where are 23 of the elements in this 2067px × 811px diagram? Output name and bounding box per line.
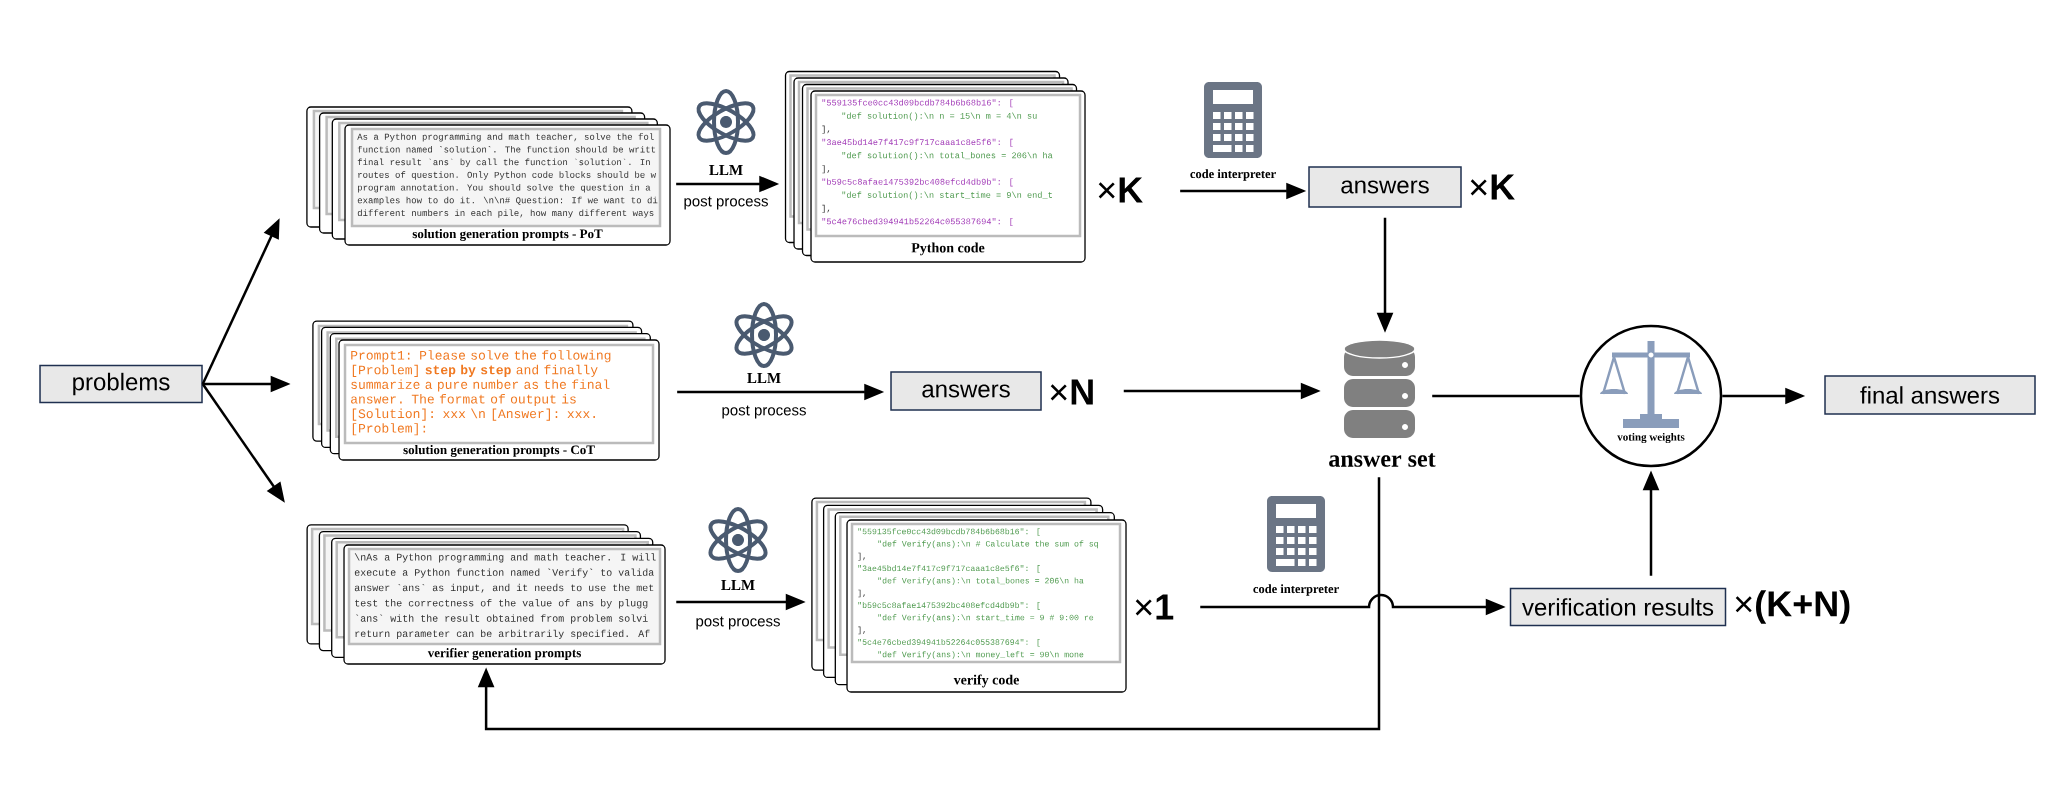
connector-line — [1432, 394, 1580, 398]
input-box: problems — [39, 364, 203, 404]
icon-caption: LLM — [747, 373, 781, 383]
multiplier-label: ×K — [1470, 174, 1515, 200]
edge-label: code interpreter — [1188, 168, 1278, 182]
edge-label: post process — [694, 615, 782, 631]
multiplier-label: ×1 — [1135, 594, 1174, 620]
answer-box: answers — [1308, 166, 1462, 208]
edge-label: code interpreter — [1251, 583, 1341, 597]
icon-caption: answer set — [1329, 453, 1436, 467]
icon-caption: voting weights — [1617, 433, 1685, 444]
multiplier-label: ×K — [1098, 177, 1143, 203]
card-caption: Python code — [911, 242, 985, 256]
edge-label: post process — [720, 404, 808, 420]
card-caption: verifier generation prompts — [427, 648, 581, 660]
icon-caption: LLM — [709, 165, 743, 175]
edge-label: post process — [682, 195, 770, 211]
icon-caption: LLM — [721, 580, 755, 590]
result-box: verification results — [1509, 587, 1727, 627]
multiplier-label: ×N — [1050, 379, 1093, 405]
multiplier-label: ×(K+N) — [1735, 590, 1850, 624]
answer-box: answers — [890, 371, 1042, 411]
answer-box: final answers — [1824, 375, 2036, 415]
